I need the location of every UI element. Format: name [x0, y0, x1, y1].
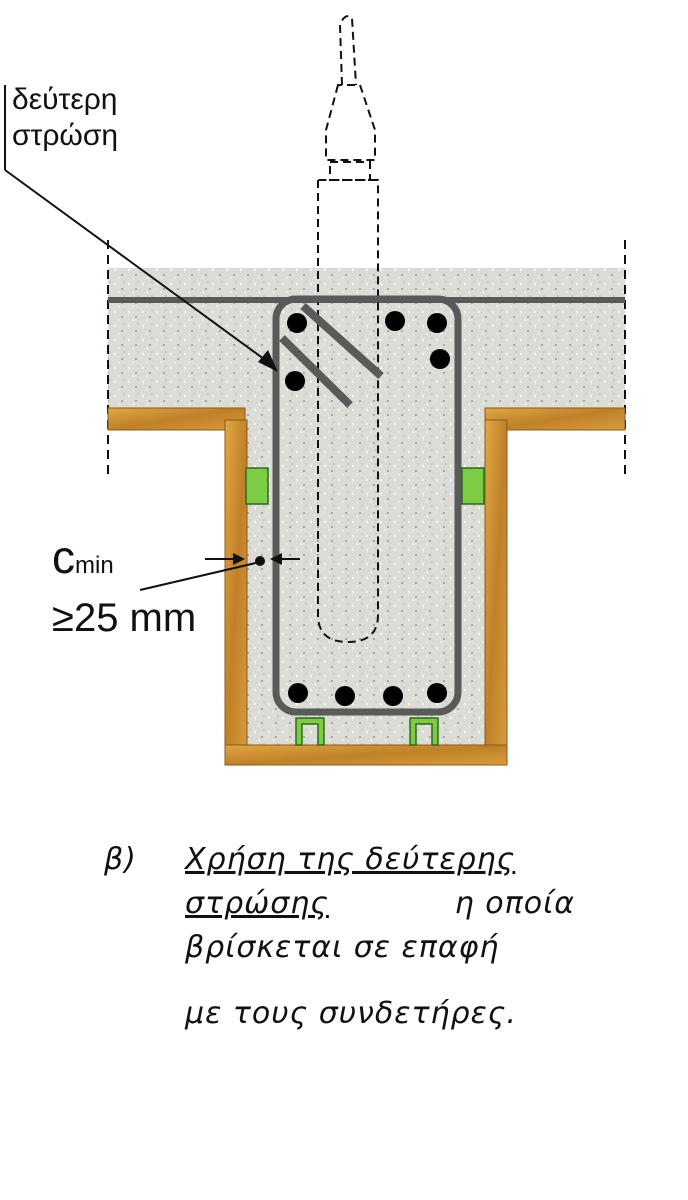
caption-marker: β): [104, 842, 137, 877]
stirrup-hooks: [279, 303, 384, 408]
beam-cross-section-diagram: [4, 15, 626, 766]
caption-line1: Χρήση της δεύτερης: [185, 842, 516, 877]
spacers: [245, 467, 485, 746]
caption-line4: με τους συνδετήρες.: [185, 996, 517, 1031]
stirrup: [272, 295, 462, 716]
poker-vibrator: [317, 15, 379, 644]
cmin-label: cmin: [52, 531, 114, 583]
cover-value: ≥25 mm: [52, 596, 197, 640]
slab-cut-lines: [107, 240, 626, 478]
longitudinal-bars: [285, 311, 450, 706]
arrow-head-icon: [258, 350, 278, 372]
timber-formwork: [107, 407, 626, 766]
caption-line3: βρίσκεται σε επαφή: [185, 930, 500, 965]
second-layer-leader: [4, 85, 269, 363]
second-layer-label: δεύτερη στρώση: [12, 83, 119, 152]
concrete-slab-and-beam: [108, 268, 625, 746]
